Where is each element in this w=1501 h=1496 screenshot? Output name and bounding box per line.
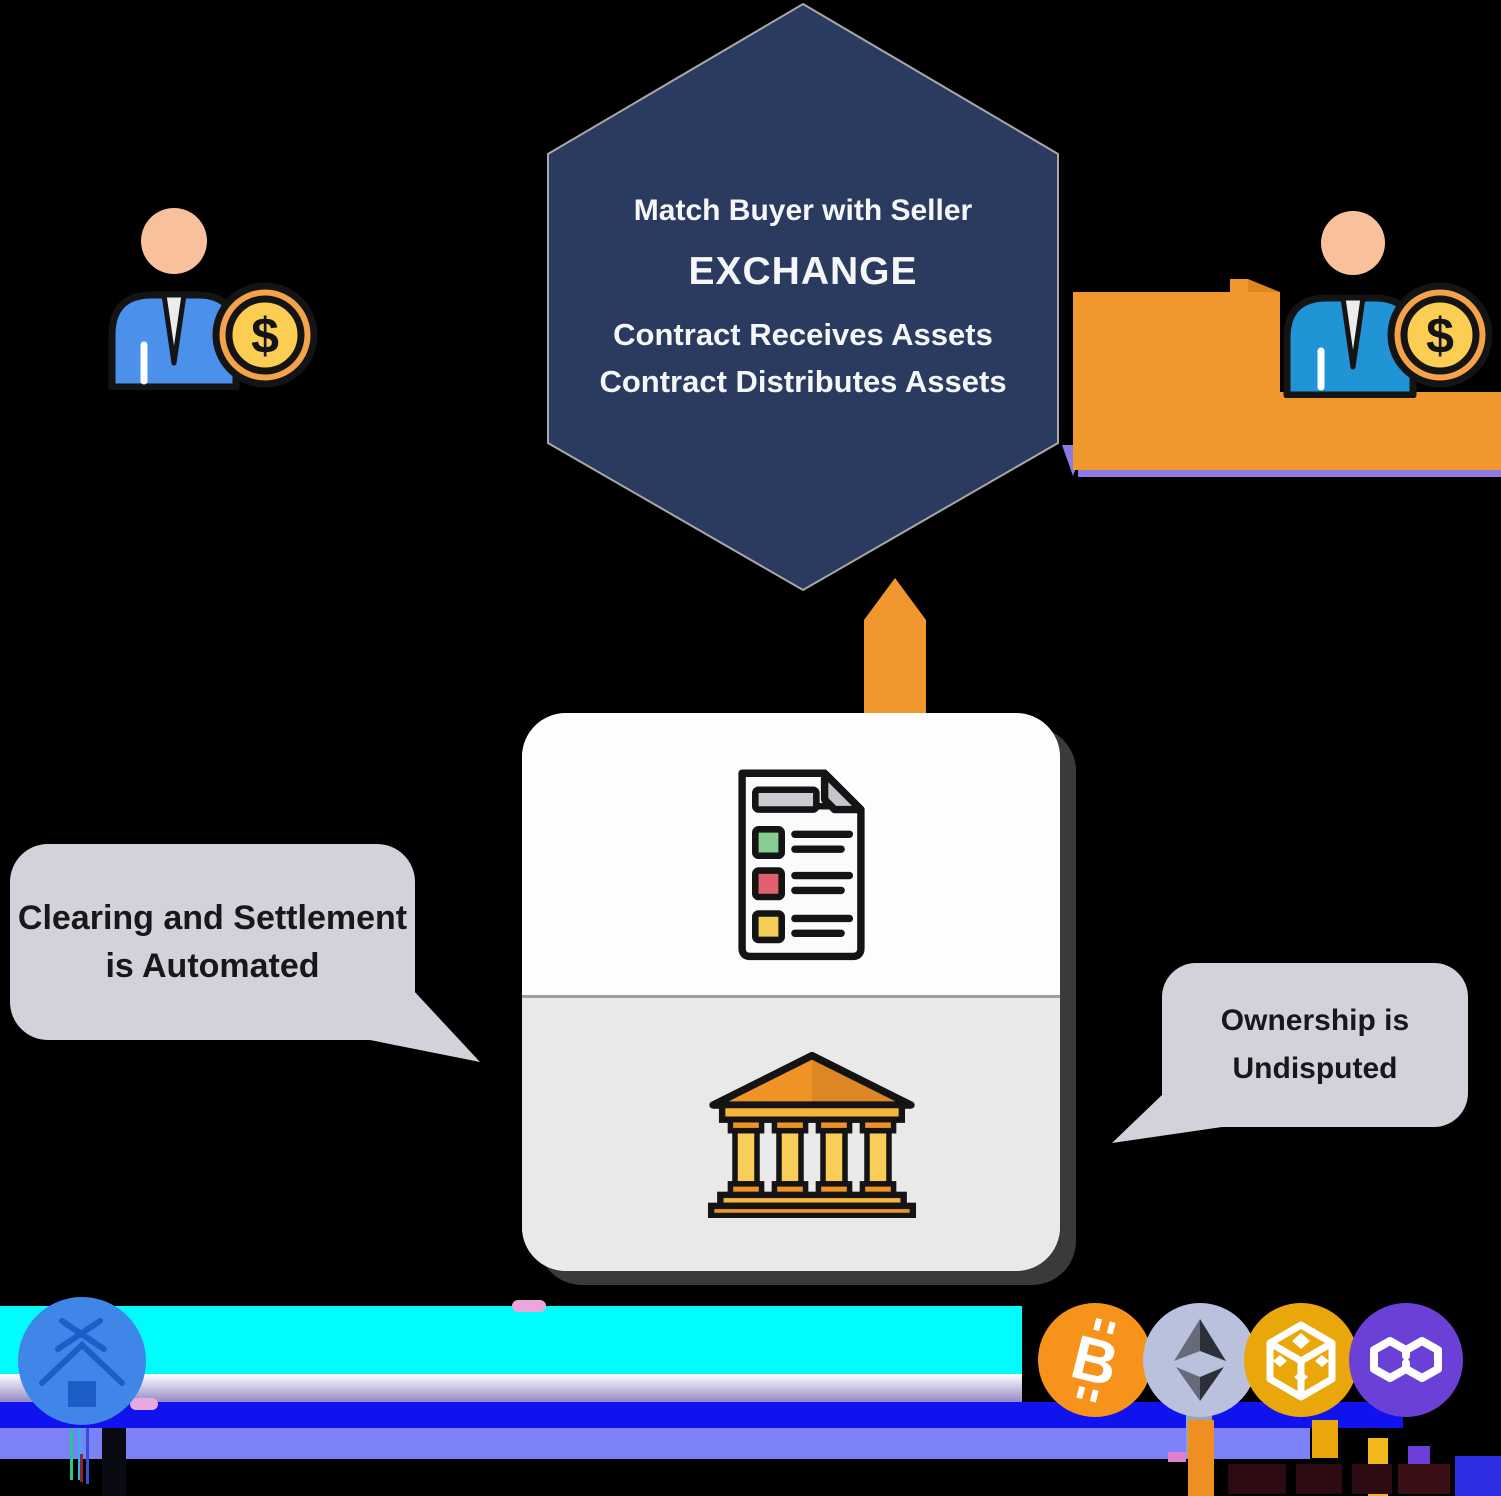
- bubble-right-tail: [1112, 1095, 1222, 1143]
- dollar-coin-icon: $: [1387, 282, 1493, 388]
- checklist-row-yellow: [752, 910, 854, 944]
- bitcoin-icon: B: [1038, 1303, 1152, 1417]
- cropped-fragment: [80, 1454, 83, 1482]
- dollar-coin-icon: $: [212, 282, 318, 388]
- checklist-document-icon: [738, 769, 865, 961]
- cropped-cyan-band: [0, 1306, 1022, 1374]
- hexagon-line-distributes: Contract Distributes Assets: [599, 364, 1007, 399]
- seller-icon: $: [1283, 211, 1493, 398]
- buyer-head: [141, 208, 207, 274]
- cropped-fragment: [102, 1428, 126, 1496]
- buyer-tie: [161, 292, 187, 366]
- clearing-settlement-bubble: Clearing and Settlement is Automated: [10, 844, 415, 1040]
- checklist-row-green: [752, 826, 854, 860]
- cropped-fragment: [70, 1428, 73, 1480]
- buyer-icon: $: [108, 208, 318, 390]
- hexagon-line-receives: Contract Receives Assets: [613, 317, 993, 352]
- seller-tie: [1340, 295, 1366, 370]
- bubble-left-line1: Clearing and Settlement: [17, 898, 408, 937]
- cropped-fragment: [78, 1428, 81, 1480]
- bubble-right-line2: Undisputed: [1232, 1052, 1398, 1085]
- bubble-left-tail: [350, 990, 480, 1062]
- hexagon-subtitle-top: Match Buyer with Seller: [633, 194, 973, 227]
- bnb-icon: [1244, 1303, 1358, 1417]
- cropped-fragment: [1168, 1452, 1186, 1462]
- card-divider: [522, 995, 1060, 998]
- cropped-gradient-band: [0, 1374, 1022, 1402]
- contract-to-exchange-arrow: [864, 578, 926, 714]
- dollar-symbol: $: [1426, 308, 1454, 364]
- checklist-row-red: [752, 867, 854, 901]
- cropped-fragment: [1455, 1456, 1501, 1496]
- cropped-watermark-fragment: [1398, 1464, 1450, 1494]
- blue-crypto-token-icon: [18, 1297, 146, 1425]
- polygon-icon: [1349, 1303, 1463, 1417]
- arrowhead-fold: [1248, 279, 1280, 292]
- bank-building-icon: [707, 1051, 917, 1218]
- cropped-watermark-fragment: [1228, 1464, 1286, 1494]
- cropped-fragment: [1188, 1420, 1214, 1496]
- cropped-watermark-fragment: [1296, 1464, 1342, 1494]
- cropped-periwinkle-band: [0, 1428, 1310, 1459]
- cropped-fragment: [512, 1300, 546, 1312]
- cropped-watermark-fragment: [1352, 1464, 1392, 1494]
- bubble-left-line2: is Automated: [105, 947, 320, 985]
- ownership-bubble: Ownership is Undisputed: [1162, 963, 1468, 1127]
- ethereum-icon: [1143, 1303, 1257, 1417]
- seller-head: [1321, 211, 1385, 275]
- bubble-right-line1: Ownership is: [1220, 1004, 1410, 1037]
- purple-strip: [1078, 470, 1501, 477]
- bank-columns: [727, 1116, 897, 1198]
- cropped-fragment: [86, 1428, 89, 1484]
- hexagon-title: EXCHANGE: [688, 250, 918, 293]
- exchange-hexagon: Match Buyer with Seller EXCHANGE Contrac…: [546, 2, 1060, 592]
- cropped-fragment: [1312, 1420, 1338, 1458]
- cropped-fragment: [130, 1398, 158, 1410]
- dollar-symbol: $: [251, 308, 279, 364]
- contract-card: [522, 713, 1060, 1271]
- exchange-to-seller-arrow: [1062, 279, 1501, 477]
- hexagon-shape: [547, 2, 1059, 592]
